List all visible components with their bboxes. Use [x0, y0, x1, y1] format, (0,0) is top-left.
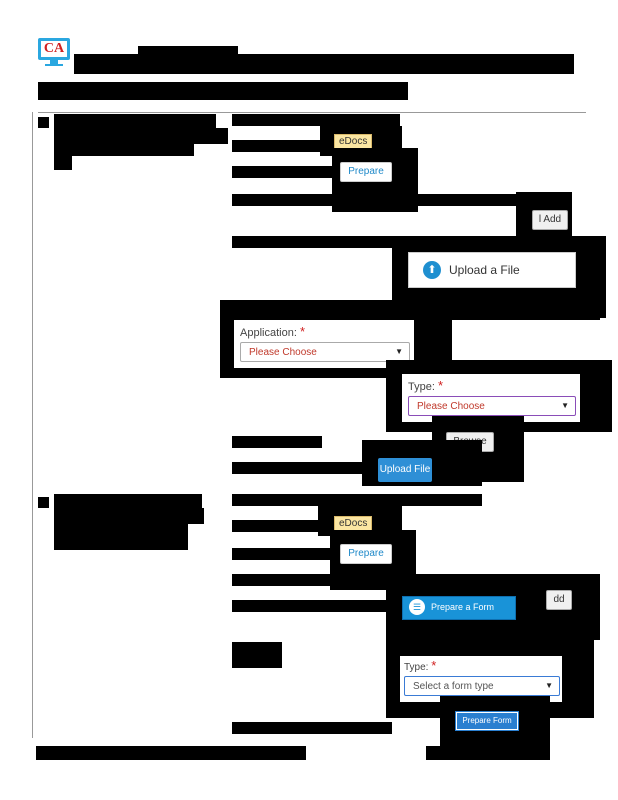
upload-icon: ⬆ [423, 261, 441, 279]
section1-edocs-badge[interactable]: eDocs [334, 134, 373, 149]
section2-title-redacted [54, 508, 204, 524]
prepare-form-button[interactable]: Prepare Form [455, 711, 519, 731]
upload-file-submit-button[interactable]: Upload File [378, 458, 432, 482]
footer-redacted [36, 746, 306, 760]
section2-title-redacted [54, 494, 202, 510]
section1-title-redacted [54, 114, 216, 130]
required-marker: * [299, 324, 305, 339]
section1-title-redacted [54, 128, 228, 144]
section2-checkbox[interactable] [37, 496, 50, 509]
divider [38, 112, 586, 113]
section2-edocs-badge[interactable]: eDocs [334, 516, 373, 531]
type-label: Type: [408, 381, 435, 393]
chevron-down-icon: ▼ [395, 347, 403, 356]
section1-upload-file-button[interactable]: ⬆ Upload a File [408, 252, 576, 288]
application-select[interactable]: Please Choose ▼ [240, 342, 410, 362]
header-title-redacted [74, 54, 574, 74]
application-label: Application: [240, 327, 297, 339]
section2-title-redacted [54, 536, 188, 550]
type-field: Type: * Please Choose ▼ [402, 374, 580, 422]
form-icon: ☰ [409, 599, 425, 615]
type-select-value: Please Choose [417, 401, 485, 412]
logo-text: CA [41, 41, 67, 57]
section1-title-redacted [54, 142, 194, 156]
chevron-down-icon: ▼ [545, 681, 553, 690]
section2-add-button[interactable]: dd [546, 590, 572, 610]
chevron-down-icon: ▼ [561, 401, 569, 410]
application-field: Application: * Please Choose ▼ [234, 320, 414, 368]
header-title-redacted-top [138, 46, 238, 56]
type-select[interactable]: Please Choose ▼ [408, 396, 576, 416]
required-marker: * [437, 378, 444, 393]
section1-add-button[interactable]: l Add [532, 210, 568, 230]
section1-prepare-button[interactable]: Prepare [340, 162, 392, 182]
section1-title-redacted [54, 156, 72, 170]
prepare-a-form-label: Prepare a Form [431, 602, 495, 612]
logo: CA [38, 38, 70, 66]
section1-checkbox[interactable] [37, 116, 50, 129]
form-type-field: Type: * Select a form type ▼ [400, 656, 562, 702]
form-type-select-value: Select a form type [413, 681, 494, 692]
form-type-select[interactable]: Select a form type ▼ [404, 676, 560, 696]
prepare-a-form-button[interactable]: ☰ Prepare a Form [402, 596, 516, 620]
section2-title-redacted [54, 522, 188, 538]
upload-file-label: Upload a File [449, 263, 520, 277]
section2-prepare-button[interactable]: Prepare [340, 544, 392, 564]
left-border [32, 112, 33, 738]
required-marker: * [431, 658, 437, 673]
footer-redacted [426, 746, 550, 760]
header-subtitle-redacted [38, 82, 408, 100]
application-select-value: Please Choose [249, 347, 317, 358]
form-type-label: Type: [404, 662, 429, 673]
